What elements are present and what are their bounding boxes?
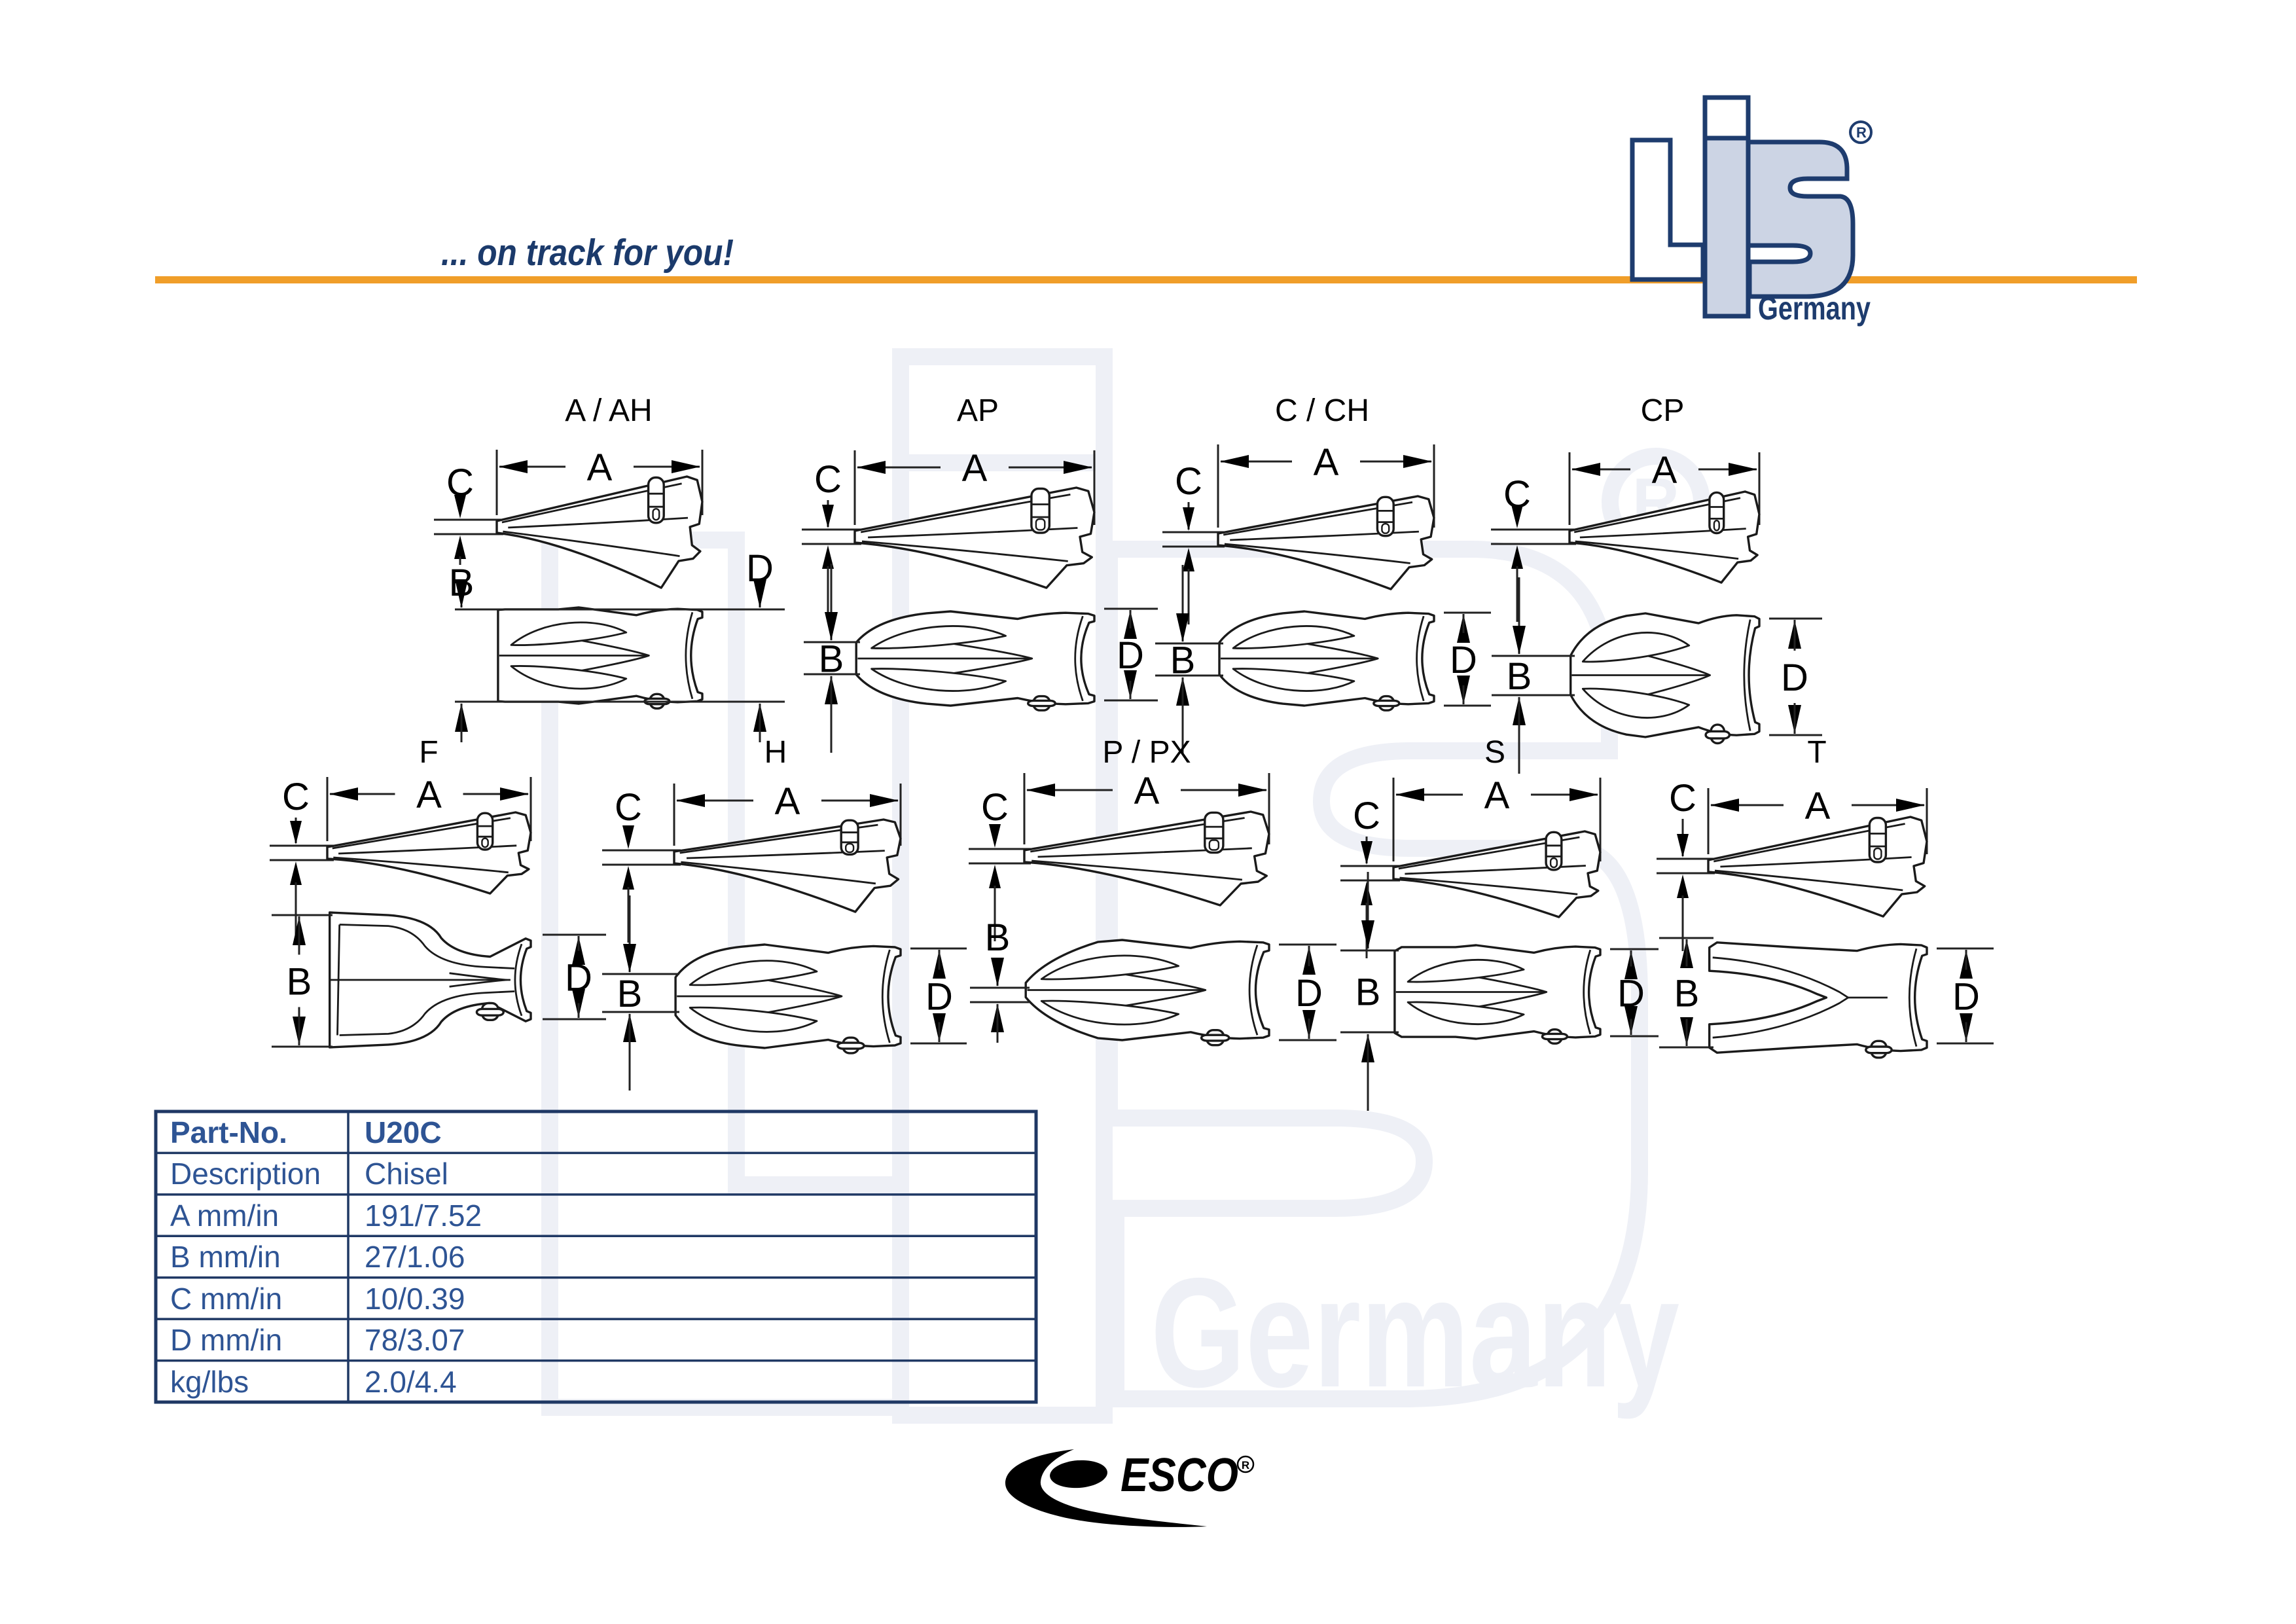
svg-text:C: C xyxy=(981,786,1009,829)
svg-text:D: D xyxy=(1295,972,1323,1015)
svg-text:ESCO: ESCO xyxy=(1121,1449,1238,1502)
svg-text:D: D xyxy=(1117,634,1144,677)
svg-text:D: D xyxy=(1952,976,1980,1019)
svg-text:B: B xyxy=(1170,640,1196,682)
svg-text:A: A xyxy=(1652,449,1677,492)
svg-text:A mm/in: A mm/in xyxy=(170,1199,279,1233)
svg-text:R: R xyxy=(1242,1459,1249,1471)
svg-text:Germany: Germany xyxy=(1758,290,1871,327)
svg-text:T: T xyxy=(1807,735,1826,770)
svg-text:A: A xyxy=(1805,785,1831,827)
svg-text:A: A xyxy=(962,447,988,490)
svg-text:A: A xyxy=(1314,441,1339,484)
svg-text:R: R xyxy=(1856,124,1867,141)
svg-text:C / CH: C / CH xyxy=(1275,393,1369,428)
svg-text:10/0.39: 10/0.39 xyxy=(365,1282,465,1316)
svg-text:B: B xyxy=(985,916,1011,959)
svg-text:B: B xyxy=(1507,655,1532,698)
svg-text:A: A xyxy=(775,780,800,823)
svg-text:A: A xyxy=(1484,774,1510,817)
svg-text:C: C xyxy=(1669,777,1696,820)
svg-text:C: C xyxy=(1175,460,1202,503)
svg-text:AP: AP xyxy=(957,393,999,428)
svg-text:Description: Description xyxy=(170,1157,321,1191)
svg-text:27/1.06: 27/1.06 xyxy=(365,1240,465,1274)
svg-text:C: C xyxy=(615,786,642,829)
svg-text:C: C xyxy=(814,458,842,501)
svg-text:B mm/in: B mm/in xyxy=(170,1240,281,1274)
svg-text:kg/lbs: kg/lbs xyxy=(170,1365,249,1399)
svg-text:D: D xyxy=(1781,657,1808,699)
svg-text:A: A xyxy=(1134,770,1160,812)
svg-text:78/3.07: 78/3.07 xyxy=(365,1323,465,1357)
svg-text:P / PX: P / PX xyxy=(1102,735,1191,770)
svg-text:C mm/in: C mm/in xyxy=(170,1282,282,1316)
svg-text:C: C xyxy=(1353,795,1380,837)
svg-text:U20C: U20C xyxy=(365,1115,442,1149)
svg-text:Germany: Germany xyxy=(1151,1246,1679,1420)
svg-text:S: S xyxy=(1484,735,1505,770)
svg-text:B: B xyxy=(1674,973,1700,1015)
svg-text:... on track for you!: ... on track for you! xyxy=(441,232,734,274)
svg-text:F: F xyxy=(419,735,438,770)
svg-text:H: H xyxy=(764,735,787,770)
svg-text:D: D xyxy=(1450,639,1477,681)
svg-text:B: B xyxy=(819,638,844,681)
svg-text:B: B xyxy=(1355,971,1381,1014)
svg-text:Part-No.: Part-No. xyxy=(170,1115,287,1149)
svg-text:B: B xyxy=(617,973,643,1015)
svg-text:C: C xyxy=(282,776,310,818)
svg-text:A: A xyxy=(587,446,613,489)
svg-text:Chisel: Chisel xyxy=(365,1157,448,1191)
svg-text:B: B xyxy=(287,961,312,1003)
svg-text:A / AH: A / AH xyxy=(565,393,652,428)
svg-text:CP: CP xyxy=(1641,393,1685,428)
svg-text:191/7.52: 191/7.52 xyxy=(365,1199,482,1233)
svg-text:2.0/4.4: 2.0/4.4 xyxy=(365,1365,457,1399)
svg-text:A: A xyxy=(416,774,442,816)
svg-text:D: D xyxy=(925,976,953,1019)
svg-text:D mm/in: D mm/in xyxy=(170,1323,282,1357)
